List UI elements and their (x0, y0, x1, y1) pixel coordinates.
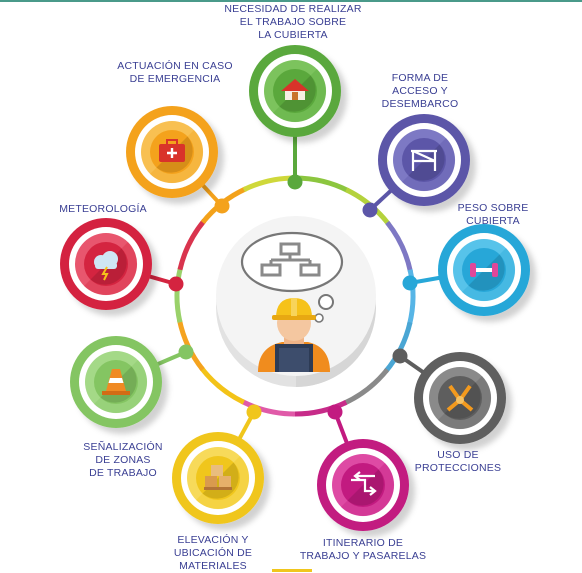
route-arrows-icon (351, 471, 377, 496)
label-meteorologia: METEOROLOGÍA (59, 203, 147, 215)
node-senalizacion (70, 336, 162, 428)
house-roof-icon (281, 79, 309, 100)
label-itinerario: ITINERARIO DE TRABAJO Y PASARELAS (299, 537, 427, 562)
ring-segment (177, 319, 205, 372)
first-aid-kit-icon (159, 139, 185, 162)
label-peso: PESO SOBRE CUBIERTA (457, 202, 529, 227)
traffic-cone-icon (102, 369, 130, 395)
connector-dot-uso (392, 348, 408, 364)
pallet-boxes-icon (204, 465, 232, 490)
node-meteorologia (60, 218, 152, 310)
ring-segment (385, 220, 413, 273)
connector-dot-forma (362, 202, 378, 218)
node-itinerario (317, 439, 409, 531)
ring-segment (407, 269, 416, 326)
label-senalizacion: SEÑALIZACIÓN DE ZONAS DE TRABAJO (83, 441, 163, 479)
label-uso: USO DE PROTECCIONES (414, 449, 502, 474)
connector-dot-itinerario (327, 404, 343, 420)
construction-worker-icon (258, 298, 330, 372)
outer-nodes (60, 45, 530, 531)
label-forma: FORMA DE ACCESO Y DESEMBARCO (381, 72, 459, 110)
node-forma (378, 114, 470, 206)
ring-segment (174, 266, 183, 323)
ring-segment (177, 219, 207, 271)
ring-segment (292, 400, 348, 417)
node-peso (438, 224, 530, 316)
scaffold-icon (411, 149, 437, 171)
label-actuacion: ACTUACIÓN EN CASO DE EMERGENCIA (117, 60, 233, 85)
node-elevacion (172, 432, 264, 524)
storm-cloud-icon (94, 251, 118, 281)
ring-segment (342, 367, 390, 406)
bottom-accent-bar (272, 569, 312, 572)
ring-segment (294, 175, 350, 193)
node-actuacion (126, 106, 218, 198)
connector-dot-peso (402, 275, 418, 291)
ring-segment (383, 321, 413, 373)
node-uso (414, 352, 506, 444)
connector-dot-elevacion (246, 404, 262, 420)
ring-segment (199, 366, 245, 405)
connector-dot-meteorologia (168, 276, 184, 292)
ring-segment (240, 399, 296, 417)
connector-dot-senalizacion (178, 344, 194, 360)
safety-harness-icon (446, 384, 474, 412)
flowchart-thought-bubble-icon (240, 231, 344, 323)
label-elevacion: ELEVACIÓN Y UBICACIÓN DE MATERIALES (173, 534, 253, 572)
dumbbell-icon (470, 263, 498, 277)
label-necesidad: NECESIDAD DE REALIZAR EL TRABAJO SOBRE L… (224, 3, 362, 41)
node-necesidad (249, 45, 341, 137)
top-border-line (0, 0, 582, 2)
connector-dot-necesidad (287, 174, 303, 190)
connector-dot-actuacion (214, 198, 230, 214)
